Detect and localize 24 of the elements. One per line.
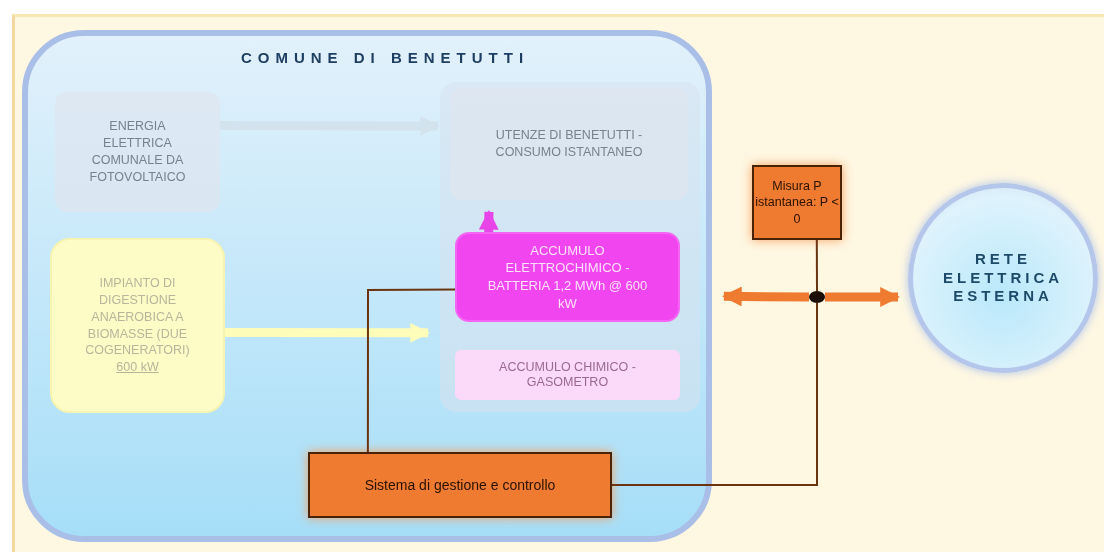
node-label: ACCUMULO ELETTROCHIMICO - BATTERIA 1,2 MWh @ 600 kW [487,241,648,313]
battery-box [455,232,680,322]
measure-box [752,165,842,240]
node-label: RETE ELETTRICA ESTERNA [943,249,1063,307]
control-box [308,452,612,518]
storage-box [455,350,680,400]
plant-box [50,238,225,413]
node-label: ENERGIA ELETTRICA COMUNALE DA FOTOVOLTAICO [88,118,187,186]
connector-line [366,288,456,453]
node-label: IMPIANTO DI DIGESTIONE ANAEROBICA A BIOMASSE (DUE COGENERATORI) [84,274,191,360]
municipality-panel [22,30,712,542]
node-label: UTENZE DI BENETUTTI - CONSUMO ISTANTANEO [494,127,644,161]
flow-arrow [721,286,810,307]
connector-line [611,302,818,486]
flow-arrow [478,209,499,233]
flow-arrow [225,322,431,343]
node-label: ACCUMULO CHIMICO - GASOMETRO [498,360,637,390]
group-panel [440,82,700,412]
connector-line [815,239,818,292]
title-label: COMUNE DI BENETUTTI [240,48,530,68]
node-label: Misura P istantanea: P < 0 [755,178,839,227]
node-label: Sistema di gestione e controllo [364,475,556,495]
power-rating: 600 kW [115,359,160,377]
flow-arrow [825,287,900,307]
